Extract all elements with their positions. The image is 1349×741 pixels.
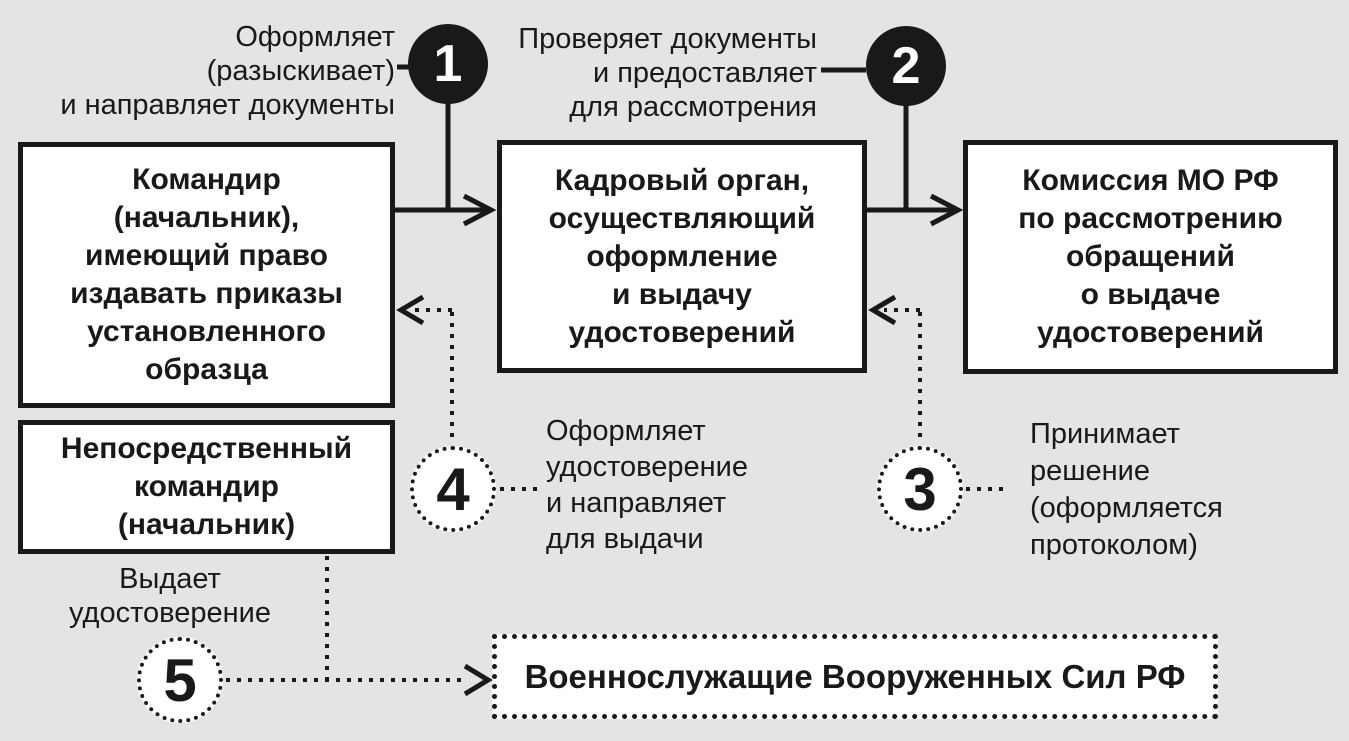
- box-commission: Комиссия МО РФ по рассмотрению обращений…: [963, 140, 1338, 374]
- step-number-3: 3: [903, 455, 937, 523]
- step-badge-5: 5: [137, 637, 223, 723]
- dotted-arrow-hr-to-commander: [396, 294, 454, 444]
- step-label-1: Оформляет (разыскивает) и направляет док…: [60, 21, 395, 121]
- step-label-2: Проверяет документы и предоставляет для …: [518, 23, 817, 123]
- box-direct-commander: Непосредственный командир (начальник): [18, 420, 395, 554]
- step-label-3: Принимает решение (оформляется протоколо…: [1030, 418, 1223, 561]
- dotted-arrow-commission-to-hr: [868, 294, 922, 444]
- step-number-1: 1: [433, 35, 463, 93]
- arrow-commander-to-hr: [395, 193, 497, 227]
- step-number-2: 2: [891, 37, 921, 95]
- arrow-hr-to-commission: [867, 193, 964, 227]
- box-commander: Командир (начальник), имеющий право изда…: [18, 142, 395, 408]
- step-number-4: 4: [436, 455, 470, 523]
- box-servicemen: Военнослужащие Вооруженных Сил РФ: [492, 634, 1218, 719]
- step-label-4: Оформляет удостоверение и направляет для…: [546, 415, 748, 555]
- step-badge-3: 3: [877, 446, 963, 532]
- step-number-5: 5: [163, 646, 197, 714]
- step-badge-4: 4: [410, 446, 496, 532]
- step-badge-1: 1: [408, 24, 488, 104]
- step-label-5: Выдает удостоверение: [69, 563, 271, 629]
- box-hr-organ: Кадровый орган, осуществляющий оформлени…: [497, 140, 867, 373]
- step-badge-2: 2: [866, 26, 946, 106]
